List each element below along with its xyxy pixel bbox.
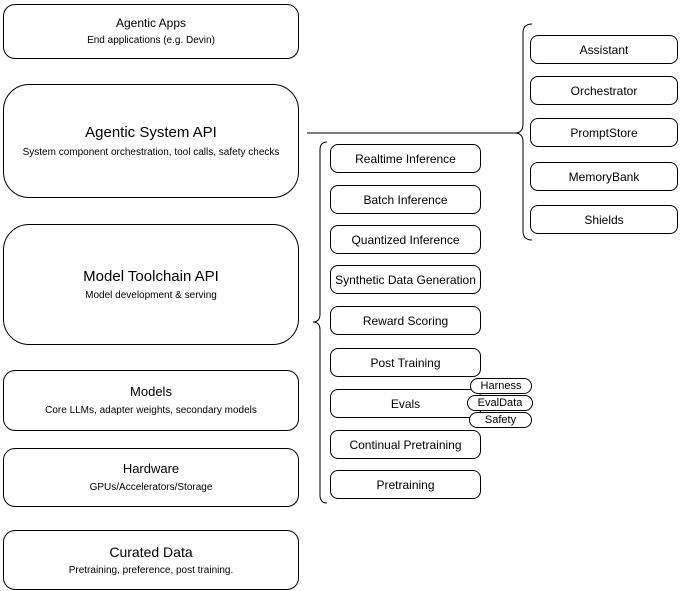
node-quantized-inference-label: Quantized Inference: [351, 232, 460, 247]
node-assistant: Assistant: [530, 35, 678, 64]
node-evals-label: Evals: [390, 396, 421, 411]
node-model-toolchain-api: Model Toolchain API Model development & …: [3, 224, 299, 345]
node-synthetic-data-generation: Synthetic Data Generation: [330, 265, 481, 294]
node-batch-inference: Batch Inference: [330, 185, 481, 214]
node-model-toolchain-api-title: Model Toolchain API: [83, 267, 219, 285]
node-memorybank: MemoryBank: [530, 162, 678, 191]
node-agentic-apps-subtitle: End applications (e.g. Devin): [87, 35, 215, 47]
node-realtime-inference: Realtime Inference: [330, 144, 481, 173]
node-assistant-label: Assistant: [579, 42, 629, 57]
node-curated-data-subtitle: Pretraining, preference, post training.: [68, 565, 234, 577]
node-batch-inference-label: Batch Inference: [363, 192, 448, 207]
pill-evaldata-label: EvalData: [477, 396, 523, 409]
node-quantized-inference: Quantized Inference: [330, 225, 481, 254]
node-hardware-subtitle: GPUs/Accelerators/Storage: [89, 481, 213, 493]
node-post-training: Post Training: [330, 348, 481, 377]
node-hardware-title: Hardware: [122, 461, 180, 477]
node-curated-data-title: Curated Data: [109, 543, 193, 560]
node-memorybank-label: MemoryBank: [568, 169, 640, 184]
node-agentic-system-api-title: Agentic System API: [85, 124, 217, 142]
node-realtime-inference-label: Realtime Inference: [355, 151, 456, 166]
node-models-subtitle: Core LLMs, adapter weights, secondary mo…: [45, 404, 257, 416]
node-reward-scoring-label: Reward Scoring: [362, 313, 449, 328]
pill-harness: Harness: [470, 378, 532, 394]
node-orchestrator: Orchestrator: [530, 76, 678, 105]
node-continual-pretraining-label: Continual Pretraining: [349, 437, 462, 452]
node-post-training-label: Post Training: [370, 355, 441, 370]
node-models-title: Models: [130, 384, 172, 400]
node-curated-data: Curated Data Pretraining, preference, po…: [3, 530, 299, 590]
node-orchestrator-label: Orchestrator: [570, 83, 638, 98]
node-promptstore: PromptStore: [530, 118, 678, 147]
node-promptstore-label: PromptStore: [570, 125, 638, 140]
pill-harness-label: Harness: [480, 379, 522, 392]
node-model-toolchain-api-subtitle: Model development & serving: [85, 290, 217, 302]
node-continual-pretraining: Continual Pretraining: [330, 430, 481, 459]
toolchain-brace: [312, 141, 328, 504]
node-agentic-system-api-subtitle: System component orchestration, tool cal…: [22, 146, 280, 158]
node-shields: Shields: [530, 205, 678, 234]
node-synthetic-data-generation-label: Synthetic Data Generation: [335, 272, 476, 287]
node-agentic-apps-title: Agentic Apps: [115, 15, 187, 30]
node-models: Models Core LLMs, adapter weights, secon…: [3, 370, 299, 431]
node-evals: Evals: [330, 389, 481, 418]
node-hardware: Hardware GPUs/Accelerators/Storage: [3, 448, 299, 507]
pill-safety: Safety: [469, 412, 532, 428]
node-agentic-system-api: Agentic System API System component orch…: [3, 84, 299, 198]
node-pretraining: Pretraining: [330, 470, 481, 499]
node-pretraining-label: Pretraining: [376, 477, 435, 492]
node-reward-scoring: Reward Scoring: [330, 306, 481, 335]
node-agentic-apps: Agentic Apps End applications (e.g. Devi…: [3, 4, 299, 59]
pill-evaldata: EvalData: [467, 395, 533, 411]
node-shields-label: Shields: [584, 212, 624, 227]
pill-safety-label: Safety: [484, 413, 517, 426]
